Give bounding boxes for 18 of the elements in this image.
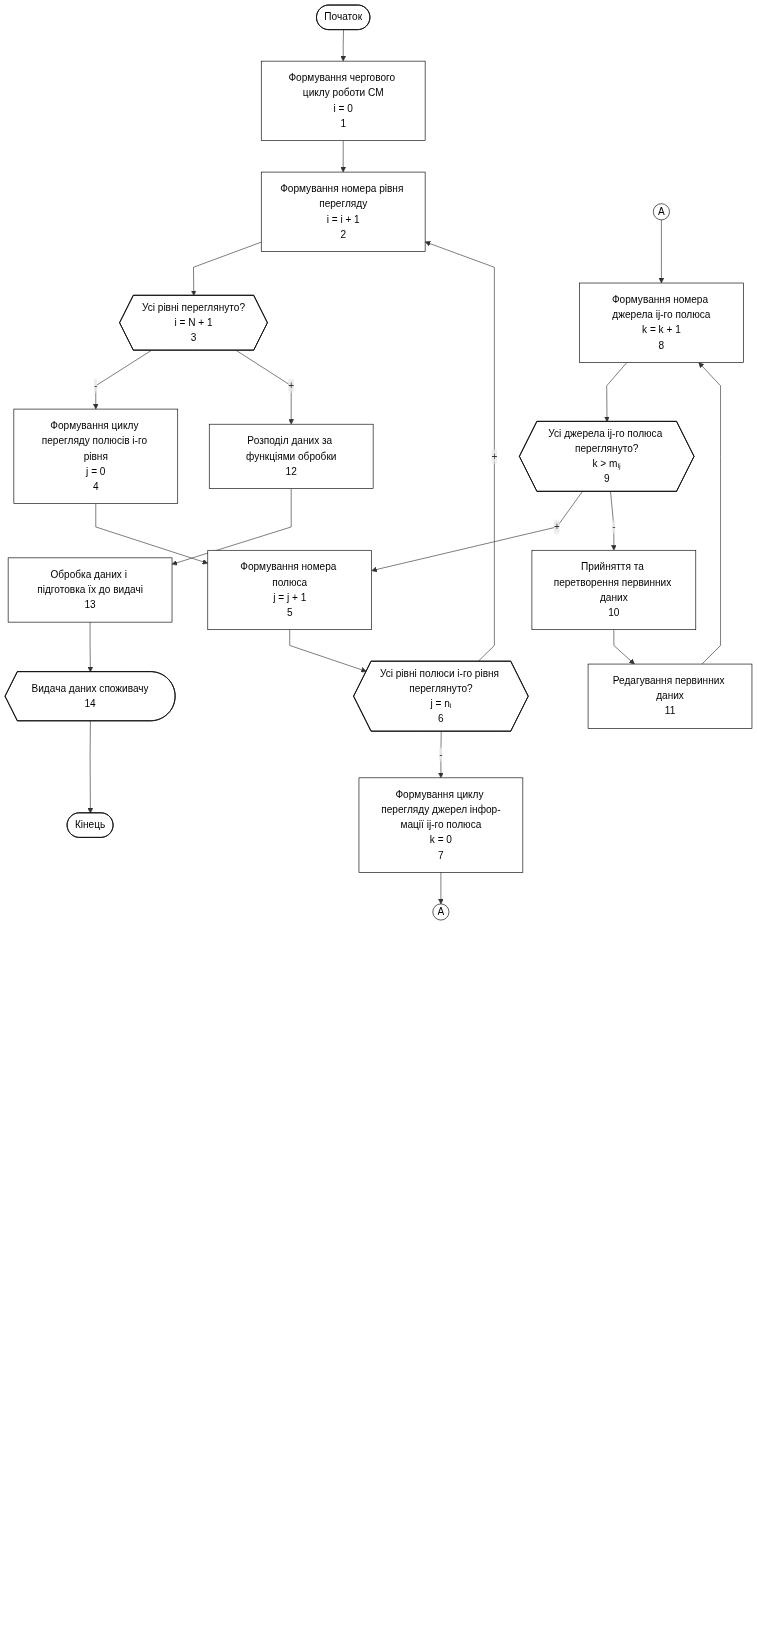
edge-label: + — [288, 380, 295, 391]
node-box: Формування чергового циклу роботи СМ i = 0 1 — [260, 60, 426, 141]
node-circle: А — [653, 203, 670, 221]
edge-label: - — [439, 748, 443, 760]
node-box: Формування циклу перегляду полюсів і-го рівня j = 0 4 — [13, 408, 179, 504]
node-circle: А — [432, 903, 450, 921]
node-box: Формування циклу перегляду джерел інфор-мації іј-го полюса k = 0 7 — [358, 777, 524, 873]
edge-label: + — [491, 450, 498, 462]
node-box: Прийняття та перетворення первинних даних 10 — [531, 549, 697, 630]
node-box: Формування номера джерела іј-го полюса k = k + 1 8 — [579, 282, 744, 363]
node-box: Редагування первинних даних 11 — [587, 663, 753, 729]
edge-label: + — [553, 521, 560, 532]
node-box: Формування номера полюса j = j + 1 5 — [207, 549, 372, 630]
node-box: Розподіл даних за функціями обробки 12 — [208, 423, 374, 489]
edge-label: - — [94, 380, 98, 391]
node-box: Формування номера рівня перегляду i = i + 1 2 — [260, 171, 426, 252]
node-box: Обробка даних і підготовка їх до видачі 13 — [7, 557, 173, 623]
edge-label: - — [612, 521, 616, 532]
